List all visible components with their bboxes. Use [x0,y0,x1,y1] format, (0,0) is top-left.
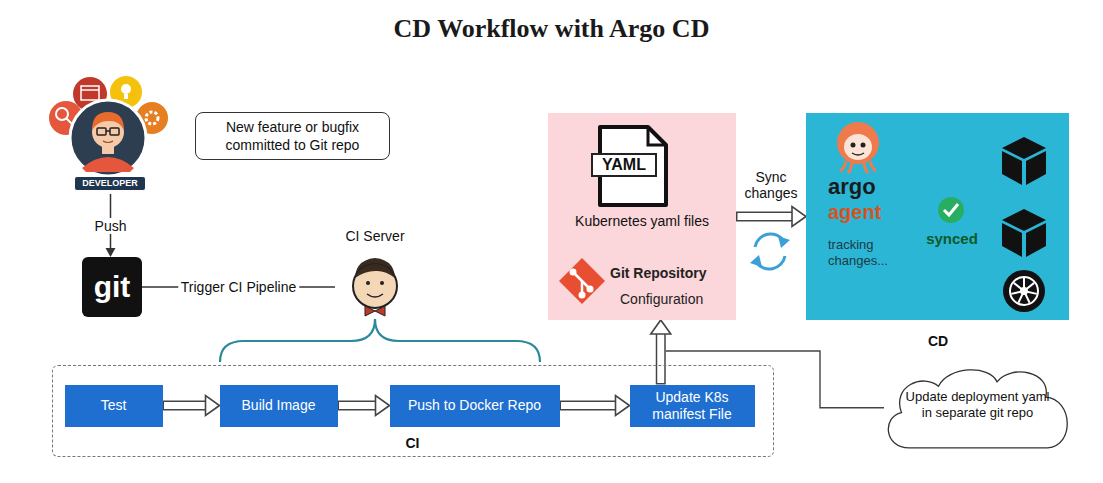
config-panel: YAML Kubernetes yaml filesGit RepositoryC… [548,113,736,320]
panel-caption: CD [918,333,958,349]
logo-text: agent [828,201,908,223]
process-box: Push to Docker Repo [390,385,560,427]
block-arrow [736,207,806,227]
ci-region: CI Test Build Image Push to Docker Repo Upda… [52,365,774,457]
process-box: Update K8s manifest File [630,385,755,427]
ci-server: CI Server [335,228,415,318]
block-arrow [651,320,671,385]
note-box: New feature or bugfix committed to Git r… [195,112,390,160]
logo-text: argo [828,175,898,199]
arrow-fill [339,402,376,409]
arrow-fill [561,402,616,409]
note-cloud: Update deployment yaml in separate git r… [880,362,1075,450]
arrow-outline [736,212,792,222]
argo-panel: argoagenttracking changes...syncedCD [806,113,1069,320]
arrow-outline [656,334,666,385]
arrow-head [651,320,671,334]
arrow-head [206,396,220,416]
developer-figure: DEVELOPER [38,76,183,194]
region-heading: CI [53,435,772,451]
diagram-title: CD Workflow with Argo CD [394,14,710,43]
arrow-head [376,396,390,416]
arrow-head [792,207,806,227]
node-text: New feature or bugfix committed to Git r… [204,118,381,154]
block-arrow [338,396,390,416]
file-type-label: YAML [591,153,657,177]
git-logo: git [82,257,142,317]
arrow-head [106,248,116,257]
node-text: Build Image [242,397,316,414]
developer-badge: DEVELOPER [74,176,146,191]
arrow-outline [163,401,206,411]
block-arrow [560,396,630,416]
panel-text: Configuration [620,291,732,307]
arrow-fill [164,402,206,409]
status-text: synced [918,230,986,247]
arrow-outline [338,401,376,411]
arrow-head [616,396,630,416]
node-text: Push to Docker Repo [408,397,541,414]
panel-heading: Git Repository [610,265,734,281]
sync-cycle-icon [750,234,790,269]
arrow-fill [657,334,664,383]
edge-label: Trigger CI Pipeline [178,279,299,295]
edge-label: Push [92,218,130,234]
arrow-outline [560,401,616,411]
edge-label: Sync changes [736,169,806,201]
node-text: Update K8s manifest File [638,389,747,423]
cloud-text: Update deployment yaml in separate git r… [904,374,1051,436]
node-text: git [94,270,131,304]
ci-bracket [220,319,540,362]
block-arrow [163,396,220,416]
process-box: Test [65,385,163,427]
node-heading: CI Server [335,228,415,244]
node-text: Test [101,397,127,414]
process-box: Build Image [220,385,338,427]
panel-text: Kubernetes yaml files [548,213,736,229]
status-text: tracking changes... [828,237,916,269]
arrow-fill [738,213,793,220]
